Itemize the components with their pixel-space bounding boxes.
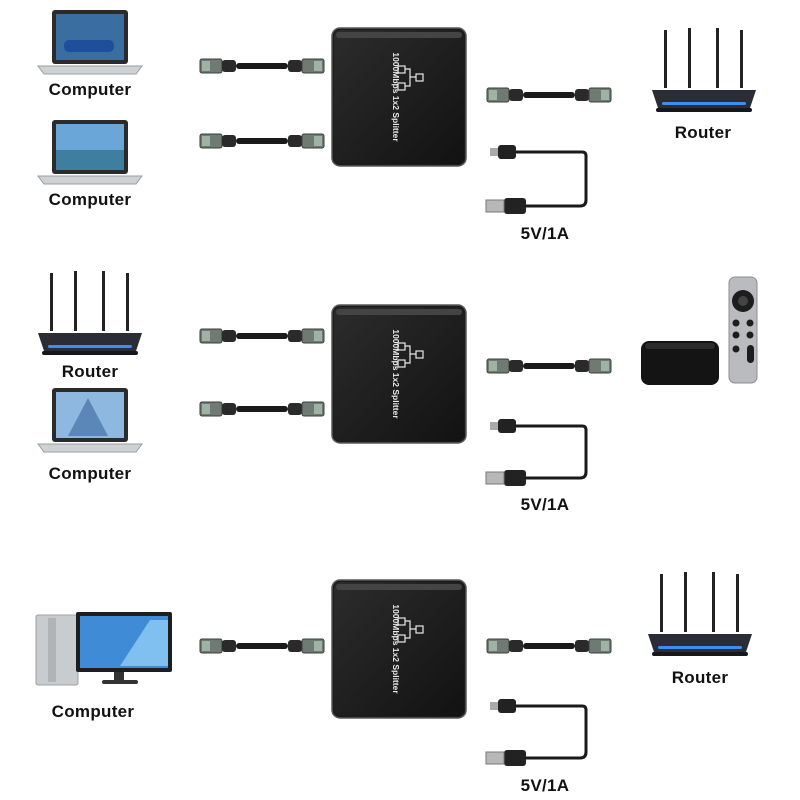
scenario-1-diagram [37,10,756,214]
ethernet-cable-icon [199,58,325,74]
usb-power-cable-icon [485,419,588,486]
remote-control-icon [728,276,758,384]
ethernet-cable-icon [199,133,325,149]
device-label: Router [61,362,119,381]
usb-power-cable-icon [485,699,588,766]
scenario-1: Computer Computer Router 5V/1A 1000Mbps … [0,0,800,265]
laptop-icon [37,10,143,75]
scenario-2-diagram [37,271,758,486]
ethernet-cable-icon [199,401,325,417]
device-label: Router [671,668,729,687]
desktop-computer-icon [35,612,172,686]
scenario-3-diagram [35,572,752,766]
scenario-3: Computer Router 5V/1A 1000Mbps 1x2 Split… [0,530,800,795]
power-label: 5V/1A [520,776,570,795]
splitter-text: 1000Mbps 1x2 Splitter [391,329,401,419]
router-icon [38,271,142,355]
splitter-text: 1000Mbps 1x2 Splitter [391,604,401,694]
laptop-icon [37,120,143,185]
ethernet-cable-icon [486,87,612,103]
router-icon [652,28,756,112]
ethernet-cable-icon [486,358,612,374]
power-label: 5V/1A [520,495,570,514]
device-label: Computer [51,702,135,721]
ethernet-cable-icon [199,638,325,654]
splitter-text: 1000Mbps 1x2 Splitter [391,52,401,142]
device-label: Computer [48,190,132,209]
laptop-icon [37,388,143,453]
usb-power-cable-icon [485,145,588,214]
scenario-2: Router Computer 5V/1A 1000Mbps 1x2 Split… [0,265,800,530]
ethernet-cable-icon [199,328,325,344]
device-label: Computer [48,80,132,99]
ethernet-cable-icon [486,638,612,654]
device-label: Computer [48,464,132,483]
device-label: Router [674,123,732,142]
router-icon [648,572,752,656]
tv-box-icon [641,341,719,385]
power-label: 5V/1A [520,224,570,243]
